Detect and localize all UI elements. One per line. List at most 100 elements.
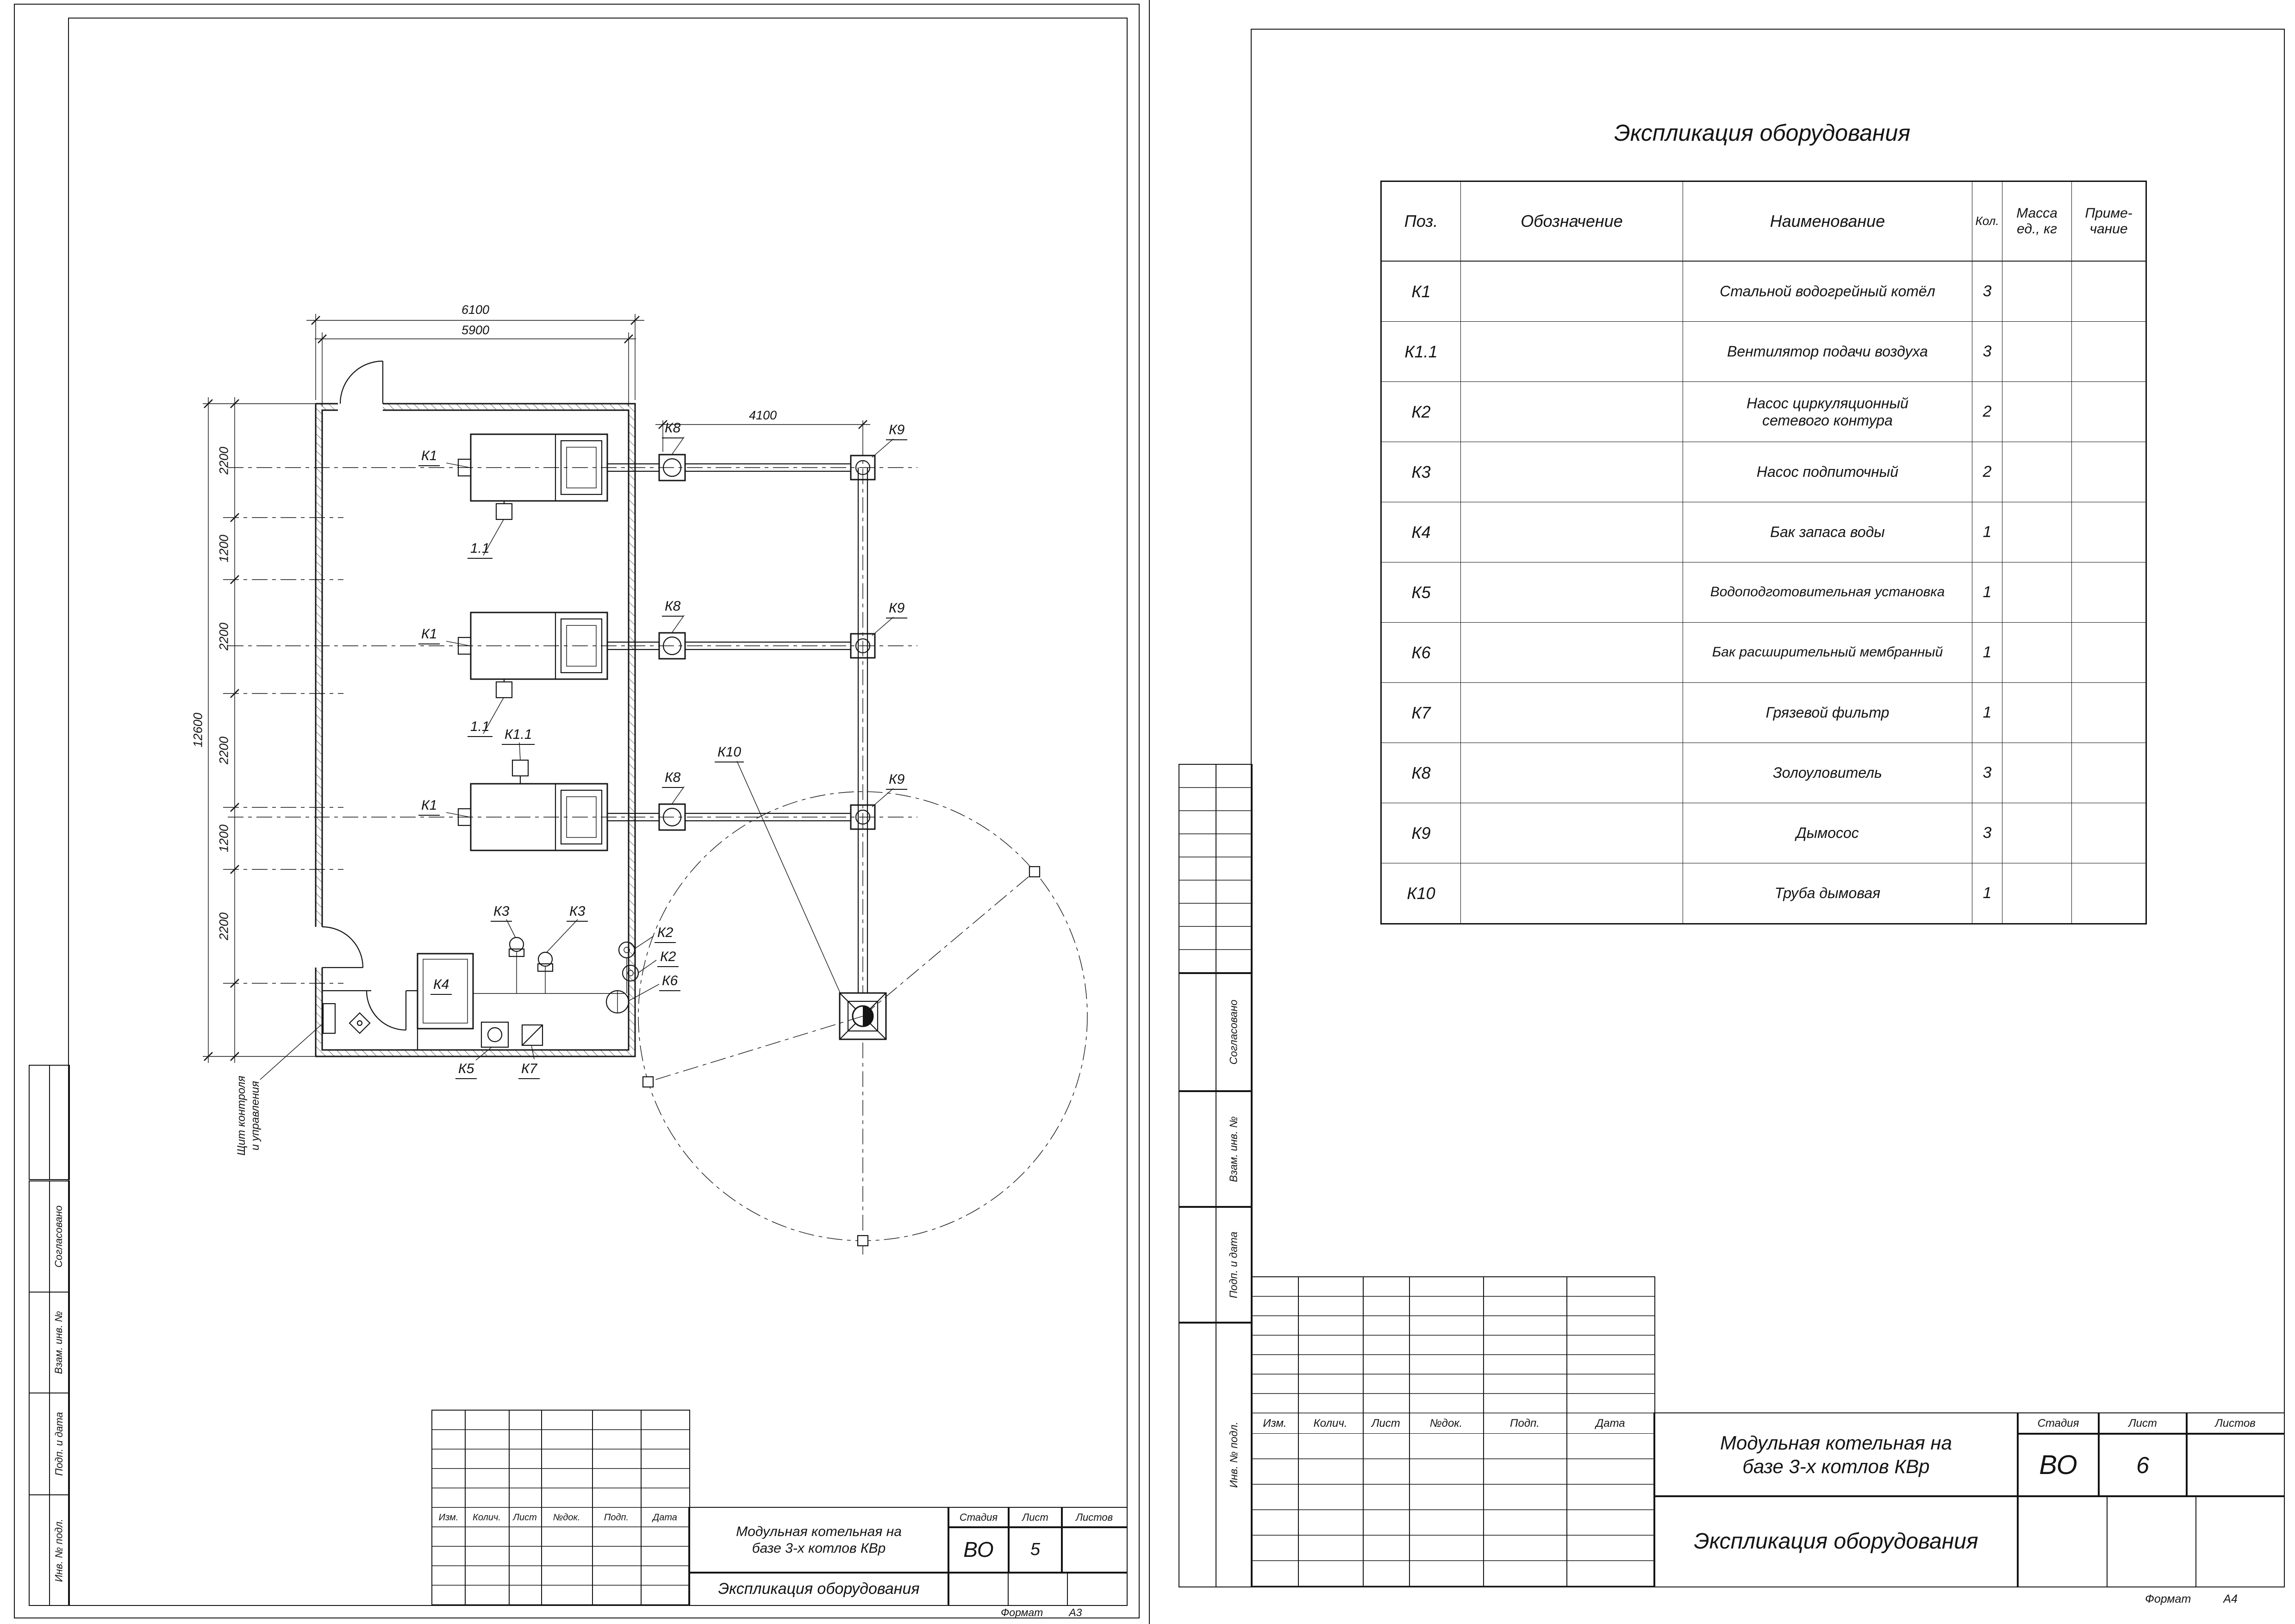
format-label: Формат [2145,1593,2191,1605]
label-k9: К9 [886,422,908,440]
header-note-line1: Приме- [2085,205,2133,221]
stage-header: Стадия [2017,1412,2100,1435]
margin-inv-podl: Инв. № подл. [29,1494,70,1606]
label-k6: К6 [659,973,681,991]
control-panel-note-line2: и управления [249,1081,262,1150]
label-k8: К8 [662,599,684,617]
label-k8: К8 [662,770,684,788]
cell-note [2071,322,2145,381]
expansion-tank-k6 [605,990,630,1014]
sheet-number: 5 [1008,1526,1063,1574]
format-note: Формат А3 [1001,1606,1082,1619]
header-mass-line2: ед., кг [2017,221,2057,237]
label-k3: К3 [491,904,512,922]
cell-pos: К6 [1411,643,1431,662]
divider [1067,1573,1068,1605]
cell-designation [1460,382,1683,442]
sheets-header: Листов [2186,1412,2285,1435]
pumps-k3 [508,937,554,972]
flue-row-2 [607,632,876,660]
revision-table: Изм. Колич. Лист №док. Подп. Дата [431,1410,690,1606]
spec-row: К1 Стальной водогрейный котёл 3 [1382,261,2145,321]
format-note: Формат А4 [2145,1593,2238,1606]
dim-flue-span: 4100 [748,408,777,422]
cell-qty: 3 [1972,803,2002,863]
cell-designation [1460,262,1683,321]
cell-note [2071,382,2145,442]
label-k1-1: 1.1 [468,719,493,737]
building-walls [314,402,636,1057]
rev-col-izm: Изм. [438,1512,459,1523]
main-flue-duct [857,468,868,993]
doc-name-line1: Модульная котельная на [1720,1432,1952,1454]
divider [1008,1573,1009,1605]
spec-row: К2 Насос циркуляционный сетевого контура… [1382,381,2145,442]
cell-mass [2002,262,2071,321]
revision-header-row: Изм. Колич. Лист №док. Подп. Дата [1252,1413,1654,1434]
cell-note [2071,623,2145,682]
revision-empty-rows [1252,1434,1654,1587]
dim-width-outer: 6100 [461,303,490,317]
format-label: Формат [1001,1606,1043,1618]
cell-designation [1460,322,1683,381]
cell-qty: 2 [1972,382,2002,442]
spec-row: К7 Грязевой фильтр 1 [1382,682,2145,743]
cell-pos: К3 [1411,462,1431,481]
cell-mass [2002,803,2071,863]
cell-mass [2002,322,2071,381]
cell-note [2071,262,2145,321]
cell-name-line1: Насос циркуляционный [1746,394,1908,412]
label-k1-1: 1.1 [468,541,493,559]
cell-designation [1460,683,1683,743]
divider [509,1411,510,1605]
header-note: Приме- чание [2071,182,2145,261]
cell-qty: 3 [1972,743,2002,803]
divider [49,1293,50,1393]
label-k7: К7 [518,1061,540,1079]
rev-col-data: Дата [1596,1417,1625,1430]
spec-row: К4 Бак запаса воды 1 [1382,502,2145,562]
cell-mass [2002,442,2071,502]
rev-col-kolich: Колич. [473,1512,501,1523]
margin-podp-data: Подп. и дата [29,1393,70,1495]
sheet-header: Лист [2098,1412,2188,1435]
rev-col-izm: Изм. [1263,1417,1287,1430]
cell-name: Вентилятор подачи воздуха [1683,322,1972,381]
divider [49,1393,50,1494]
cell-designation [1460,863,1683,923]
cell-pos: К5 [1411,582,1431,602]
margin-label: Инв. № подл. [53,1518,65,1582]
label-k1: К1 [418,626,440,644]
sheets-value-empty [2186,1433,2285,1497]
header-pos: Поз. [1404,212,1438,231]
doc-name-cell: Модульная котельная на базе 3-х котлов К… [688,1507,949,1574]
margin-label: Взам. инв. № [1227,1116,1240,1182]
rev-col-list: Лист [513,1512,537,1523]
piping [473,952,627,994]
control-cabinet [322,1003,336,1034]
water-tank-k4 [417,953,474,1030]
doc-title-cell: Экспликация оборудования [688,1572,949,1606]
equipment-spec-table: Поз. Обозначение Наименование Кол. Масса… [1380,181,2147,924]
sheet-a3-plan: 6100 5900 4100 2200 1200 2200 2200 1200 … [14,4,1140,1618]
cell-pos: К1 [1411,281,1431,301]
control-panel-note: Щит контроля и управления [235,1076,262,1156]
sheet-a4-spec: Экспликация оборудования Поз. Обозначени… [1149,0,2295,1624]
control-panel-note-line1: Щит контроля [235,1075,248,1156]
stage-value: ВО [948,1526,1010,1574]
spec-row: К9 Дымосос 3 [1382,803,2145,863]
stamp-aux-cells [948,1572,1128,1606]
cell-qty: 2 [1972,442,2002,502]
spec-row: К3 Насос подпиточный 2 [1382,442,2145,502]
cell-note [2071,502,2145,562]
header-qty: Кол. [1972,182,2002,261]
sheets-value-empty [1061,1526,1128,1574]
cell-pos: К1.1 [1404,342,1438,361]
label-k3: К3 [567,904,588,922]
leader-lines [260,437,894,1080]
cell-name: Бак запаса воды [1683,502,1972,562]
cell-mass [2002,502,2071,562]
water-treatment-k5 [480,1021,509,1048]
cell-qty: 1 [1972,683,2002,743]
cell-name-line2: сетевого контура [1762,412,1893,429]
